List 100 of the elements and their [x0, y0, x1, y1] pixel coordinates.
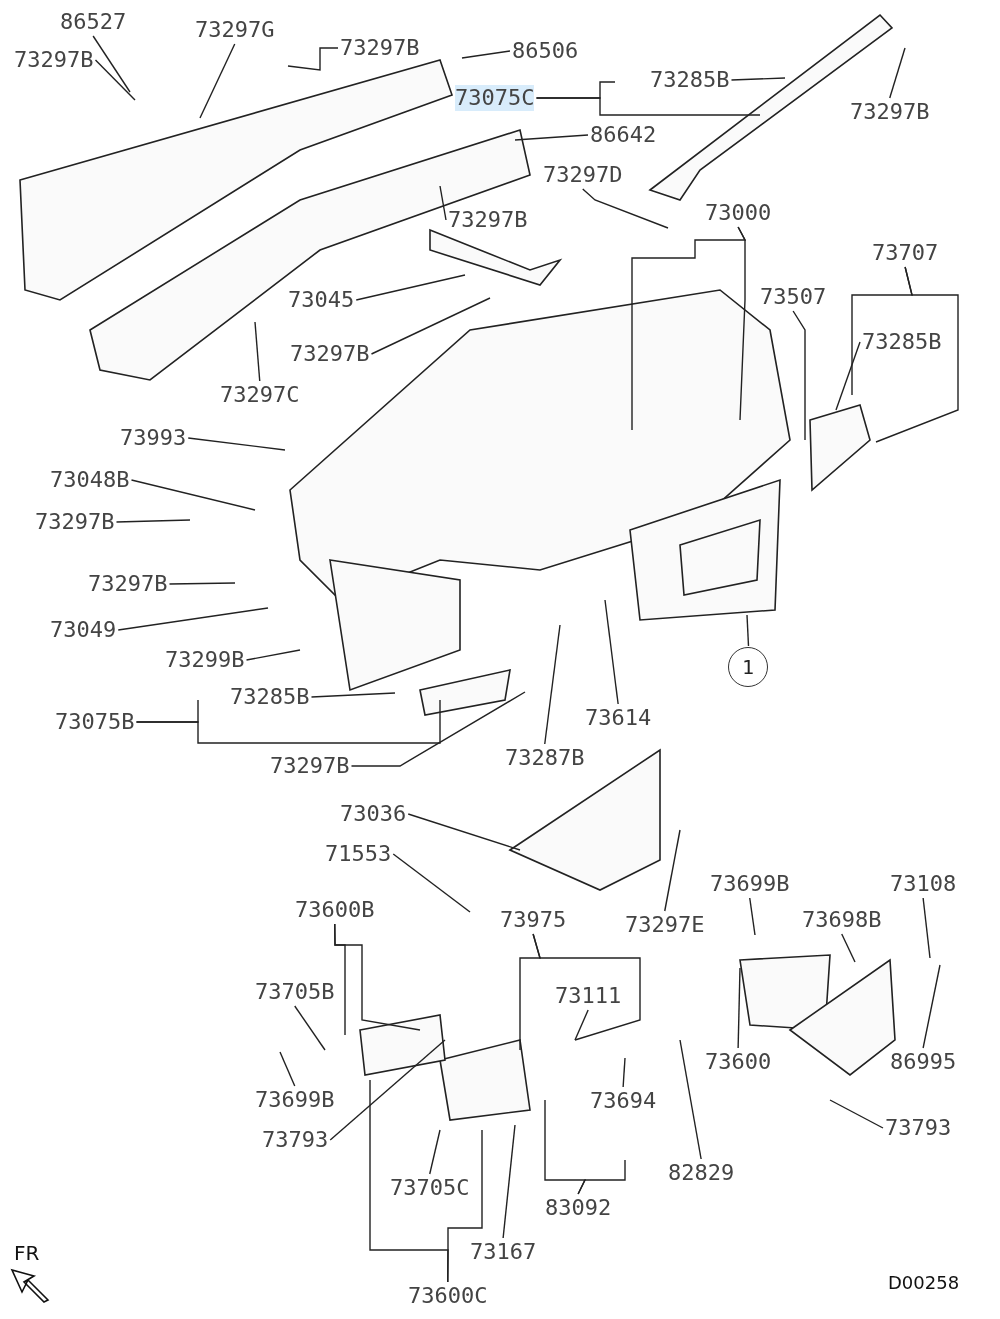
part-number: 86995 — [890, 1049, 957, 1075]
part-number: 71553 — [325, 841, 392, 867]
leader-line — [502, 1124, 516, 1239]
leader-line — [679, 1039, 702, 1160]
part-number: 73297B — [850, 99, 930, 125]
part-number: 73285B — [650, 67, 730, 93]
leader-line — [94, 59, 136, 101]
leader-line — [439, 185, 447, 221]
leader-line — [792, 310, 806, 441]
part-number: 73297B — [14, 47, 94, 73]
part-number: 73048B — [50, 467, 130, 493]
leader-line — [604, 599, 619, 705]
part-number: 83092 — [545, 1195, 612, 1221]
part-number: 73699B — [255, 1087, 335, 1113]
leader-line — [392, 853, 471, 913]
part-number: 73297B — [340, 35, 420, 61]
part-number: 73049 — [50, 617, 117, 643]
leader-line — [535, 97, 761, 116]
leader-line — [355, 274, 466, 301]
part-number: 73694 — [590, 1088, 657, 1114]
part-number: 73698B — [802, 907, 882, 933]
part-number: 73285B — [862, 329, 942, 355]
part-number: 73707 — [872, 240, 939, 266]
leader-line — [461, 50, 511, 59]
part-number: 73705B — [255, 979, 335, 1005]
leader-line — [577, 1159, 626, 1195]
part-number: 73167 — [470, 1239, 537, 1265]
part-number: 73075B — [55, 709, 135, 735]
leader-line — [730, 77, 786, 81]
leader-line — [245, 649, 301, 661]
direction-label: FR — [14, 1240, 40, 1266]
leader-line — [254, 321, 261, 382]
leader-line — [334, 923, 421, 1031]
leader-line — [115, 519, 191, 523]
leader-line — [841, 933, 856, 963]
part-number: 73600C — [408, 1283, 488, 1309]
part-number: 73285B — [230, 684, 310, 710]
part-number: 73297C — [220, 382, 300, 408]
leader-line — [294, 1005, 326, 1051]
part-number: 86527 — [60, 9, 127, 35]
leader-line — [514, 134, 589, 141]
part-number: 73297D — [543, 162, 623, 188]
leader-line — [737, 967, 741, 1049]
leader-line — [622, 1057, 626, 1088]
leader-line — [310, 692, 396, 698]
part-number: 73993 — [120, 425, 187, 451]
leader-line — [135, 699, 441, 744]
leader-line — [350, 691, 526, 767]
leader-line — [544, 624, 561, 745]
leader-line — [187, 437, 286, 451]
part-number: 73297B — [448, 207, 528, 233]
part-number: 73699B — [710, 871, 790, 897]
part-number: 73297B — [88, 571, 168, 597]
leader-line — [532, 933, 641, 1041]
leader-line — [117, 607, 269, 631]
part-number: 73793 — [262, 1127, 329, 1153]
part-number: 73075C — [455, 85, 535, 111]
part-number: 73600 — [705, 1049, 772, 1075]
leader-line — [370, 297, 491, 355]
callout-number: 1 — [728, 647, 768, 687]
part-number: 73299B — [165, 647, 245, 673]
leader-line — [582, 188, 669, 229]
leader-line — [664, 829, 681, 912]
leader-line — [829, 1099, 884, 1129]
part-number: 73793 — [885, 1115, 952, 1141]
leader-line — [92, 35, 131, 93]
part-number: 73000 — [705, 200, 772, 226]
part-number: 73600B — [295, 897, 375, 923]
part-number: 86642 — [590, 122, 657, 148]
leader-line — [447, 1129, 483, 1283]
part-number: 73297B — [290, 341, 370, 367]
part-number: 73507 — [760, 284, 827, 310]
part-number: 73111 — [555, 983, 622, 1009]
leader-line — [199, 43, 236, 119]
leader-line — [889, 47, 906, 99]
leader-line — [329, 1039, 446, 1141]
leader-line — [407, 813, 521, 851]
leader-line — [922, 897, 931, 959]
part-number: 73036 — [340, 801, 407, 827]
leader-line — [168, 582, 236, 585]
part-number: 73297B — [270, 753, 350, 779]
leader-line — [875, 266, 959, 443]
leader-line — [749, 897, 756, 936]
part-number: 73108 — [890, 871, 957, 897]
leader-line — [279, 1051, 296, 1087]
part-number: 73045 — [288, 287, 355, 313]
drawing-number: D00258 — [888, 1271, 960, 1295]
leader-line — [922, 964, 941, 1049]
part-number: 86506 — [512, 38, 579, 64]
part-number: 82829 — [668, 1160, 735, 1186]
part-number: 73297B — [35, 509, 115, 535]
part-number: 73975 — [500, 907, 567, 933]
part-number: 73705C — [390, 1175, 470, 1201]
part-number: 73287B — [505, 745, 585, 771]
leader-line — [287, 47, 339, 71]
leader-line — [835, 341, 861, 411]
leader-line — [737, 226, 746, 421]
part-number: 73297E — [625, 912, 705, 938]
leader-line — [130, 479, 256, 511]
part-number: 73297G — [195, 17, 275, 43]
